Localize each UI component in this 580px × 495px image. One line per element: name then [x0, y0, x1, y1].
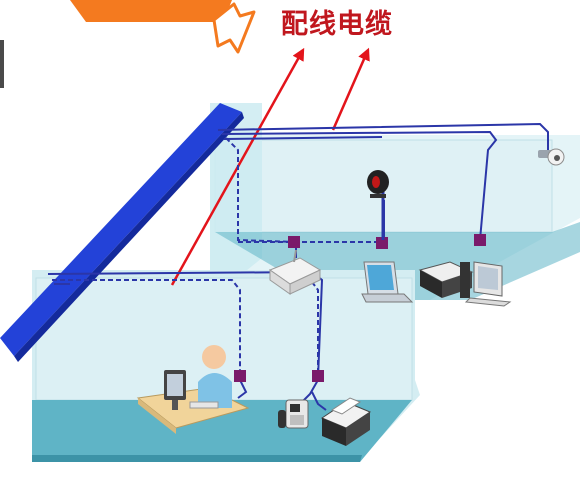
router-icon: [268, 249, 322, 295]
antenna-icon: [367, 170, 389, 240]
red-arrow: [331, 47, 370, 131]
lower-floor-surface: [32, 400, 412, 462]
outlet: [376, 237, 388, 249]
wall-outlets: [234, 234, 486, 382]
vertical-riser: [0, 103, 242, 356]
outlet: [312, 370, 324, 382]
laptop-icon: [361, 261, 414, 303]
left-edge-marker: [0, 40, 4, 88]
phone-icon: [278, 399, 309, 429]
user-icon: [136, 345, 250, 434]
camera-icon: [538, 148, 565, 166]
cable-label: 配线电缆: [281, 9, 393, 40]
monitor-icon: [460, 261, 512, 307]
orange-banner: [70, 0, 232, 22]
upper-cable-run: [217, 122, 549, 258]
outlet: [288, 236, 300, 248]
outlet: [234, 370, 246, 382]
vertical-riser-shade: [14, 112, 244, 362]
printer-icon: [320, 397, 372, 446]
pointer-icon: [212, 2, 256, 54]
lower-floor-edge: [32, 455, 362, 462]
outlet: [474, 234, 486, 246]
